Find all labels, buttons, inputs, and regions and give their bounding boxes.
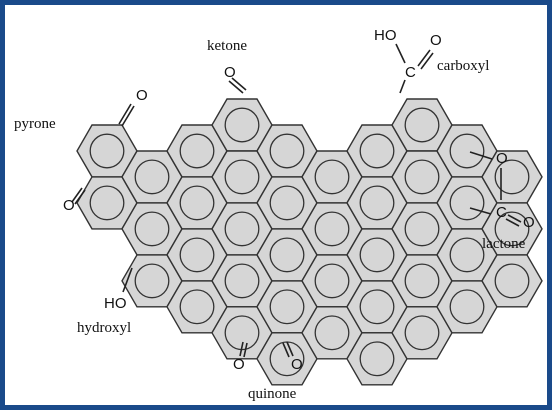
aromatic-ring-circle [404,263,440,299]
ketone-double-bond-a [231,77,247,91]
pyrone-bottom-double-a [71,187,83,203]
atom-o-quinone-right: O [291,356,303,373]
atom-c-carboxyl: C [405,64,416,81]
ketone-double-bond-b [228,80,244,94]
quinone-right-double-b [282,342,290,358]
aromatic-ring-circle [134,159,170,195]
aromatic-ring-circle [134,211,170,247]
aromatic-ring-circle [359,341,395,377]
carboxyl-c-o-double-a [417,49,431,67]
aromatic-ring-circle [224,263,260,299]
aromatic-ring-circle [359,237,395,273]
lactone-ring-bond-3 [469,207,492,215]
atom-o-ketone: O [224,64,236,81]
aromatic-ring-circle [179,133,215,169]
label-ketone: ketone [207,38,247,54]
aromatic-ring-circle [314,263,350,299]
aromatic-ring-circle [179,237,215,273]
aromatic-ring-circle [269,133,305,169]
carboxyl-c-bond [399,79,406,94]
aromatic-ring-circle [449,289,485,325]
aromatic-ring-circle [449,185,485,221]
aromatic-ring-circle [314,211,350,247]
carboxyl-c-o-double-b [420,52,434,70]
aromatic-ring-circle [314,315,350,351]
aromatic-ring-circle [359,133,395,169]
aromatic-ring-circle [359,185,395,221]
atom-o-pyrone-bottom: O [63,197,75,214]
aromatic-ring-circle [494,211,530,247]
lactone-ring-bond-1 [469,151,493,160]
aromatic-ring-circle [269,185,305,221]
quinone-right-double-a [286,341,294,357]
aromatic-ring-circle [224,107,260,143]
atom-o-pyrone-top: O [136,87,148,104]
atom-ho-carboxyl: HO [374,27,397,44]
label-pyrone: pyrone [14,116,56,132]
aromatic-ring-circle [314,159,350,195]
aromatic-ring-circle [269,289,305,325]
aromatic-ring-circle [179,185,215,221]
aromatic-ring-circle [404,159,440,195]
quinone-left-double-b [243,342,248,358]
pyrone-bottom-double-b [74,189,86,205]
atom-ho-hydroxyl: HO [104,295,127,312]
hydroxyl-bond [122,267,133,293]
lactone-double-a [507,214,522,223]
functional-group-bonds [71,43,522,358]
atom-o-lactone-ring: O [496,150,508,167]
atom-o-quinone-left: O [233,356,245,373]
lactone-double-b [505,218,520,227]
aromatic-ring-circle [494,263,530,299]
aromatic-ring-circle [404,315,440,351]
label-carboxyl: carboxyl [437,58,489,74]
aromatic-ring-circle [224,159,260,195]
aromatic-ring-circle [494,159,530,195]
atom-o-carboxyl: O [430,32,442,49]
pyrone-top-double-a [118,103,132,125]
benzene-ring-hexagon [481,254,543,308]
label-lactone: lactone [482,236,526,252]
carboxyl-c-oh-bond [395,43,406,64]
aromatic-ring-circle [89,133,125,169]
aromatic-ring-circle [224,211,260,247]
aromatic-ring-circle [449,133,485,169]
atom-o-lactone: O [523,214,535,231]
hexagon-lattice [76,98,543,386]
label-quinone: quinone [248,386,297,402]
aromatic-ring-circle [404,211,440,247]
quinone-left-double-a [239,341,244,357]
graphene-oxide-functional-groups-diagram: ketone carboxyl pyrone lactone hydroxyl … [14,27,543,402]
aromatic-ring-circle [359,289,395,325]
aromatic-ring-circle [89,185,125,221]
aromatic-ring-circle [179,289,215,325]
aromatic-ring-circle [134,263,170,299]
aromatic-ring-circle [404,107,440,143]
label-hydroxyl: hydroxyl [77,320,131,336]
atom-c-lactone: C [496,204,507,221]
pyrone-top-double-b [121,105,135,127]
aromatic-ring-circle [269,237,305,273]
aromatic-ring-circle [449,237,485,273]
